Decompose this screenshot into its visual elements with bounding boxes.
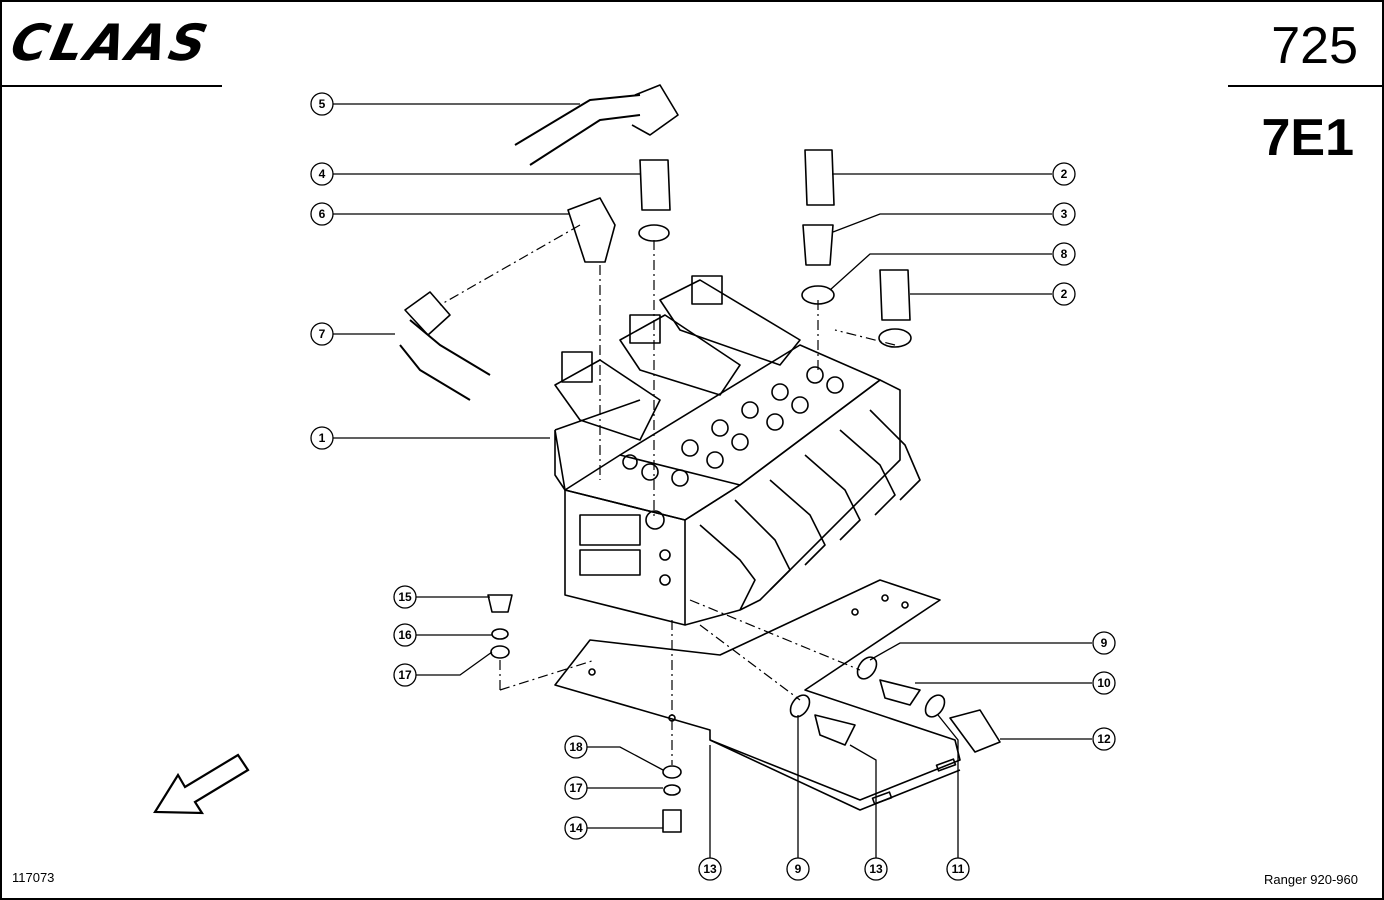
o-ring-9-upper <box>856 656 878 680</box>
callout-2-lower: 2 <box>910 282 1076 306</box>
callout-9-right: 9 <box>869 631 1116 661</box>
alignment-lines <box>439 224 896 765</box>
elbow-7 <box>567 197 616 263</box>
callout-5: 4 <box>310 162 640 186</box>
adapter-2-lower <box>879 269 911 321</box>
block-plate-1 <box>579 514 641 546</box>
svg-text:17: 17 <box>398 668 412 682</box>
o-ring-9-lower <box>789 694 811 718</box>
callout-17-bottom: 17 <box>564 776 663 800</box>
callout-7: 6 <box>310 202 570 226</box>
callout-9-bottom: 9 <box>786 715 810 881</box>
solenoid-2 <box>619 314 741 396</box>
direction-arrow-icon <box>153 753 250 815</box>
callout-12: 12 <box>1000 727 1116 751</box>
callout-6: 5 <box>310 92 580 116</box>
adapter-2-upper <box>804 149 835 206</box>
washer-18-bottom <box>662 765 682 779</box>
callout-17-top: 16 <box>393 623 492 647</box>
svg-text:13: 13 <box>869 862 883 876</box>
o-ring-2 <box>878 328 912 348</box>
solenoid-connector-3 <box>691 275 723 305</box>
solenoid-connector-2 <box>629 314 661 344</box>
washer-17-top <box>491 628 509 640</box>
callout-10: 10 <box>915 671 1116 695</box>
hose-6-fitting <box>631 84 679 136</box>
callout-1: 1 <box>310 426 550 450</box>
drawing-number: 117073 <box>12 870 55 885</box>
svg-text:16: 16 <box>398 628 412 642</box>
callout-11: 11 <box>937 714 970 881</box>
hose-8 <box>409 319 491 376</box>
svg-text:6: 6 <box>319 207 326 221</box>
callout-18-top: 17 <box>393 651 493 687</box>
svg-text:15: 15 <box>398 590 412 604</box>
block-plate-2 <box>579 549 641 576</box>
callout-8: 7 <box>310 322 395 346</box>
svg-text:2: 2 <box>1061 287 1068 301</box>
bolt-16 <box>487 594 513 613</box>
washer-17-bottom <box>663 784 681 796</box>
nut-3 <box>802 224 834 266</box>
bolt-15 <box>662 809 682 833</box>
svg-text:13: 13 <box>703 862 717 876</box>
washer-18-top <box>490 645 510 659</box>
callout-2-upper: 2 <box>832 162 1076 186</box>
callout-15: 14 <box>564 816 663 840</box>
callout-18-bottom: 18 <box>564 735 664 771</box>
callout-14: 13 <box>698 745 722 881</box>
svg-text:7: 7 <box>319 327 326 341</box>
svg-text:1: 1 <box>319 431 326 445</box>
o-ring-11 <box>924 694 946 718</box>
section-side <box>684 379 901 626</box>
port-front <box>645 510 665 530</box>
callout-3: 3 <box>832 202 1076 233</box>
svg-text:9: 9 <box>795 862 802 876</box>
svg-text:5: 5 <box>319 97 326 111</box>
page-number: 725 <box>1271 17 1358 75</box>
adapter-10 <box>879 679 921 706</box>
callouts: 5 4 6 7 1 2 3 8 2 9 10 12 15 16 17 18 17… <box>310 92 1116 881</box>
mounting-bracket <box>554 579 961 801</box>
hose-8-fitting <box>404 291 451 336</box>
svg-text:11: 11 <box>952 862 965 876</box>
solenoid-3 <box>659 279 801 366</box>
o-ring-5 <box>638 224 670 242</box>
callout-13: 13 <box>849 744 888 881</box>
valve-block-front <box>564 489 686 626</box>
svg-text:3: 3 <box>1061 207 1068 221</box>
fitting-12 <box>949 709 1001 753</box>
valve-block-drawing <box>399 84 1001 833</box>
model-range: Ranger 920-960 <box>1264 872 1358 887</box>
callout-4: 8 <box>829 242 1076 291</box>
svg-text:18: 18 <box>569 740 583 754</box>
svg-text:9: 9 <box>1101 636 1108 650</box>
svg-text:4: 4 <box>319 167 326 181</box>
svg-text:8: 8 <box>1061 247 1068 261</box>
svg-text:10: 10 <box>1097 676 1111 690</box>
svg-text:2: 2 <box>1061 167 1068 181</box>
svg-text:12: 12 <box>1097 732 1111 746</box>
section-code: 7E1 <box>1261 109 1354 167</box>
solenoid-connector-1 <box>561 351 593 383</box>
adapter-5 <box>639 159 671 211</box>
adapter-13 <box>814 714 856 746</box>
callout-16: 15 <box>393 585 490 609</box>
hose-6 <box>514 94 641 146</box>
svg-text:14: 14 <box>569 821 583 835</box>
svg-text:17: 17 <box>569 781 583 795</box>
